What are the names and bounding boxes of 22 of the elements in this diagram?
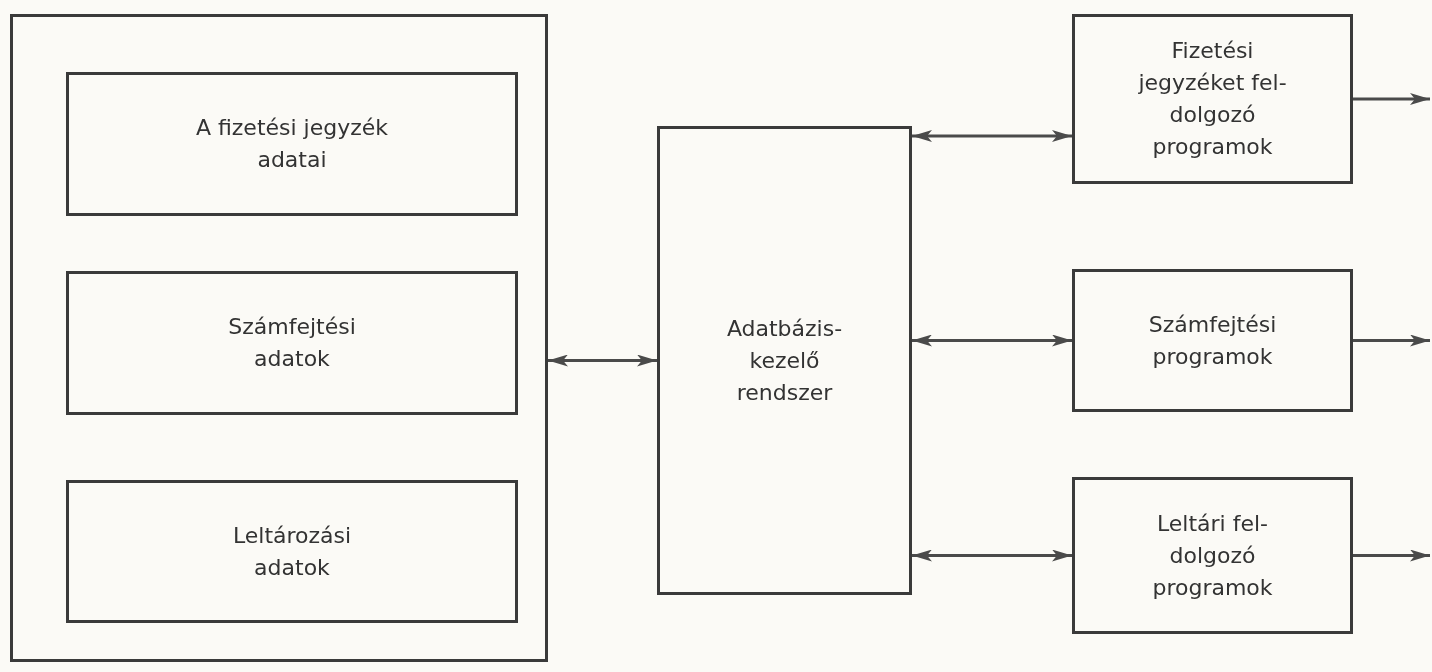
- box-label: Leltári fel- dolgozó programok: [1151, 509, 1274, 602]
- box-label: Adatbázis- kezelő rendszer: [725, 314, 844, 407]
- process-box: [1072, 477, 1353, 634]
- arrow: [1353, 93, 1430, 105]
- arrow: [1353, 549, 1430, 562]
- box-label: Leltározási adatok: [231, 521, 353, 582]
- box-label: Fizetési jegyzéket fel- dolgozó programok: [1137, 37, 1288, 161]
- arrow: [912, 334, 1072, 347]
- process-box: [1072, 14, 1353, 184]
- arrow: [548, 354, 657, 367]
- process-box: [657, 126, 912, 595]
- process-box: [66, 480, 518, 623]
- box-label: Számfejtési programok: [1147, 310, 1278, 371]
- group-box: [10, 14, 548, 662]
- box-label: A fizetési jegyzék adatai: [194, 114, 390, 174]
- box-label: Számfejtési adatok: [227, 313, 357, 373]
- arrow: [1353, 334, 1430, 347]
- process-box: [66, 72, 518, 216]
- process-box: [66, 271, 518, 415]
- process-box: [1072, 269, 1353, 412]
- arrow: [912, 549, 1072, 562]
- arrow: [912, 130, 1072, 142]
